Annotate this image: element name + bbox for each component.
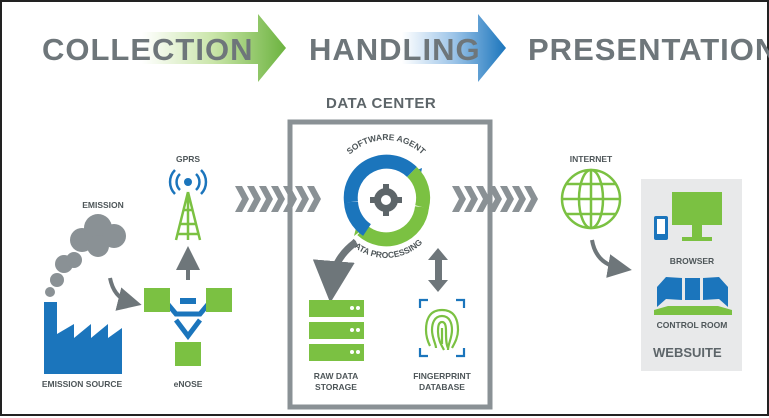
- fingerprint-icon: [418, 298, 466, 358]
- stage-presentation-label: PRESENTATION: [528, 32, 769, 67]
- raw-storage-line-2: STORAGE: [315, 382, 357, 392]
- internet-label: INTERNET: [569, 154, 613, 164]
- chevron-arrows-icon: [452, 186, 538, 212]
- smoke-cloud-icon: [45, 214, 126, 297]
- antenna-icon: [174, 191, 202, 241]
- processing-to-storage-arrow: [312, 239, 359, 303]
- stage-handling-label: HANDLING: [309, 32, 481, 67]
- data-center-title: DATA CENTER: [326, 95, 437, 112]
- processing-fingerprint-double-arrow: [428, 248, 448, 292]
- internet-to-websuite-arrow: [590, 239, 632, 278]
- browser-label: BROWSER: [669, 256, 715, 266]
- raw-storage-label: RAW DATA STORAGE: [314, 371, 359, 393]
- server-icon: [309, 300, 364, 361]
- fingerprint-db-line-2: DATABASE: [419, 382, 465, 392]
- websuite-label: WEBSUITE: [653, 345, 722, 360]
- raw-storage-line-1: RAW DATA: [313, 371, 359, 381]
- fingerprint-db-label: FINGERPRINT DATABASE: [413, 371, 471, 393]
- chevron-arrows-icon: [235, 186, 321, 212]
- emission-to-enose-arrow: [108, 277, 142, 311]
- gprs-signal-icon: [168, 169, 208, 195]
- monitor-icon: [654, 192, 722, 241]
- collection-arrow: [142, 14, 286, 82]
- handling-arrow: [402, 14, 506, 82]
- fingerprint-db-line-1: FINGERPRINT: [413, 371, 471, 381]
- enose-sensor-icon: [144, 288, 232, 366]
- emission-label: EMISSION: [82, 200, 124, 210]
- factory-icon: [44, 302, 122, 374]
- control-room-label: CONTROL ROOM: [656, 320, 728, 330]
- gprs-label: GPRS: [175, 154, 201, 164]
- control-room-icon: [654, 277, 732, 315]
- emission-source-label: EMISSION SOURCE: [41, 379, 123, 389]
- stage-collection-label: COLLECTION: [42, 32, 254, 67]
- gear-cycle-icon: [343, 154, 431, 247]
- ring-label-top: SOFTWARE AGENT: [344, 132, 428, 157]
- data-center-box: [287, 119, 493, 410]
- enose-label: eNOSE: [173, 379, 203, 389]
- globe-icon: [560, 168, 622, 230]
